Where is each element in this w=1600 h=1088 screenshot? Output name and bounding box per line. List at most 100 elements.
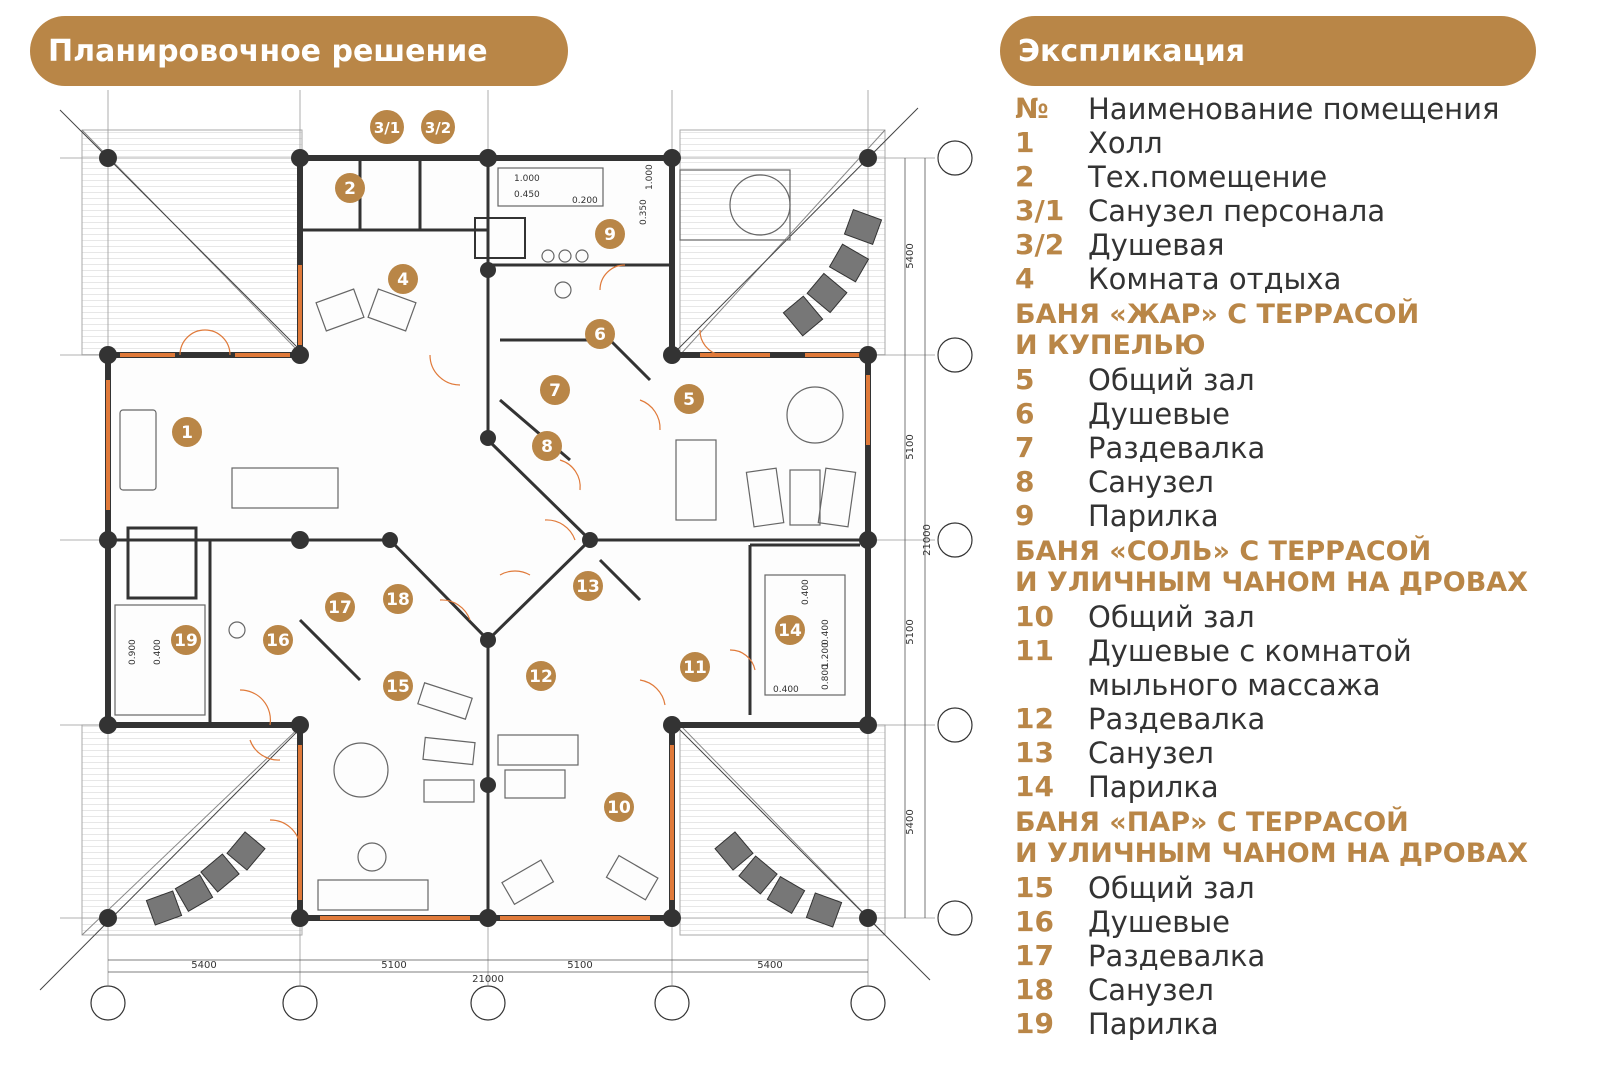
room-marker-circle — [172, 417, 202, 447]
floor-plan: 1.000 0.450 0.200 0.350 1.000 0.900 0.40… — [39, 90, 973, 1021]
legend-section-par: БАНЯ «ПАР» С ТЕРРАСОЙ И УЛИЧНЫМ ЧАНОМ НА… — [1015, 807, 1575, 869]
legend-item: 15 Общий зал — [1015, 871, 1575, 905]
legend-name: Раздевалка — [1088, 431, 1266, 465]
legend-item: 2 Тех.помещение — [1015, 160, 1575, 194]
section-title-line2: И УЛИЧНЫМ ЧАНОМ НА ДРОВАХ — [1015, 838, 1528, 869]
windows — [106, 265, 870, 920]
legend-num: 16 — [1015, 905, 1054, 938]
legend-name: Раздевалка — [1088, 702, 1266, 736]
dim-label: 0.450 — [514, 190, 540, 200]
room-marker-circle — [383, 671, 413, 701]
legend-name: Душевые — [1088, 905, 1231, 939]
dim-label: 0.400 — [821, 619, 831, 645]
room-marker: 2 — [335, 173, 365, 203]
room-marker-label: 6 — [594, 325, 606, 345]
room-marker-label: 11 — [683, 658, 707, 678]
room-marker-label: 14 — [778, 621, 802, 641]
room-marker: 4 — [388, 264, 418, 294]
section-title-line1: БАНЯ «ПАР» С ТЕРРАСОЙ — [1015, 807, 1409, 838]
dim-label: 1.200 — [821, 642, 831, 668]
axis-bubbles — [90, 140, 973, 1021]
legend-num: 7 — [1015, 431, 1035, 464]
room-marker-circle — [604, 792, 634, 822]
legend-num: 17 — [1015, 939, 1054, 972]
room-marker-label: 3/2 — [425, 119, 451, 137]
legend-name: Тех.помещение — [1088, 160, 1328, 194]
room-marker-circle — [573, 571, 603, 601]
plan-title-text: Планировочное решение — [48, 33, 488, 69]
room-marker-label: 4 — [397, 270, 409, 290]
columns — [99, 149, 877, 927]
room-marker-label: 5 — [683, 390, 695, 410]
legend-title-text: Экспликация — [1018, 33, 1246, 69]
legend-num: 12 — [1015, 702, 1054, 735]
legend-num: 8 — [1015, 465, 1035, 498]
room-marker: 19 — [171, 625, 201, 655]
legend-name: Комната отдыха — [1088, 262, 1342, 296]
legend-num: 3/2 — [1015, 228, 1065, 261]
legend-num: 9 — [1015, 499, 1035, 532]
room-marker-circle — [540, 375, 570, 405]
legend-name: Душевые с комнатой мыльного массажа — [1088, 634, 1412, 702]
legend-num: 18 — [1015, 973, 1054, 1006]
dim-label: 0.400 — [153, 639, 163, 665]
room-marker-label: 7 — [549, 381, 561, 401]
room-marker: 7 — [540, 375, 570, 405]
dim-right-1: 5400 — [905, 243, 916, 268]
room-marker-circle — [775, 615, 805, 645]
legend-name: Общий зал — [1088, 871, 1255, 905]
doors — [179, 264, 756, 846]
plan-title: Планировочное решение — [30, 16, 568, 86]
room-marker-circle — [595, 219, 625, 249]
legend-section-zhar: БАНЯ «ЖАР» С ТЕРРАСОЙ И КУПЕЛЬЮ — [1015, 299, 1575, 361]
room-marker: 13 — [573, 571, 603, 601]
section-title-line2: И УЛИЧНЫМ ЧАНОМ НА ДРОВАХ — [1015, 567, 1528, 598]
dim-bottom-3: 5100 — [567, 960, 592, 971]
room-marker-label: 16 — [266, 631, 290, 651]
legend-header: № Наименование помещения — [1015, 92, 1575, 126]
legend-num: 13 — [1015, 736, 1054, 769]
legend-section-sol: БАНЯ «СОЛЬ» С ТЕРРАСОЙ И УЛИЧНЫМ ЧАНОМ Н… — [1015, 536, 1575, 598]
dim-label: 1.000 — [514, 174, 540, 184]
section-title-line1: БАНЯ «СОЛЬ» С ТЕРРАСОЙ — [1015, 536, 1432, 567]
legend-num: 3/1 — [1015, 194, 1065, 227]
room-marker: 9 — [595, 219, 625, 249]
room-marker-circle — [171, 625, 201, 655]
legend-num: 14 — [1015, 770, 1054, 803]
room-marker-label: 8 — [541, 437, 553, 457]
room-marker-circle — [370, 110, 404, 144]
legend-name: Душевая — [1088, 228, 1225, 262]
legend-name: Парилка — [1088, 1007, 1219, 1041]
dim-label: 0.800 — [821, 664, 831, 690]
legend-item: 12 Раздевалка — [1015, 702, 1575, 736]
dimension-lines — [108, 158, 926, 973]
legend-name: Парилка — [1088, 770, 1219, 804]
legend-num: 19 — [1015, 1007, 1054, 1040]
dim-right-4: 5400 — [905, 809, 916, 834]
legend-num: 15 — [1015, 871, 1054, 904]
room-marker: 6 — [585, 319, 615, 349]
dimension-text: 5400 5100 5100 5400 21000 5400 5100 5100… — [191, 243, 933, 985]
dim-right-3: 5100 — [905, 619, 916, 644]
legend-col-num: № — [1015, 92, 1049, 125]
room-marker-label: 13 — [576, 577, 600, 597]
room-marker-label: 10 — [607, 798, 631, 818]
legend-num: 6 — [1015, 397, 1035, 430]
legend-name: Санузел — [1088, 465, 1214, 499]
room-marker-label: 15 — [386, 677, 410, 697]
room-marker-label: 17 — [328, 598, 352, 618]
legend-num: 2 — [1015, 160, 1035, 193]
legend-name: Санузел — [1088, 973, 1214, 1007]
interior-walls — [108, 158, 868, 918]
legend-col-name: Наименование помещения — [1088, 92, 1500, 126]
dim-label: 0.400 — [801, 579, 811, 605]
room-marker-label: 3/1 — [374, 119, 400, 137]
